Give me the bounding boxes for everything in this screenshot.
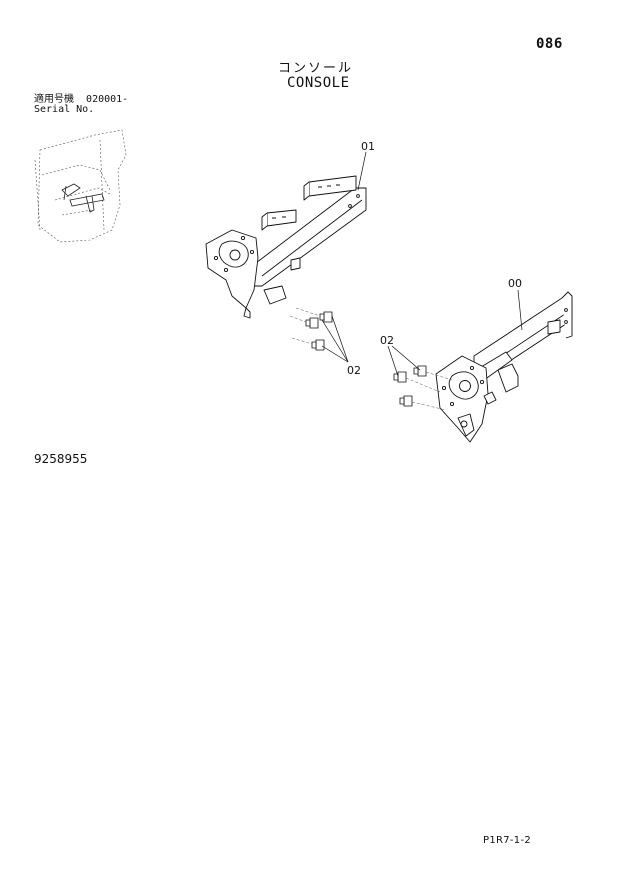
serial-range: 020001- — [86, 94, 129, 105]
serial-applicability: 適用号機 020001- Serial No. — [34, 95, 128, 115]
callout-leaders — [321, 151, 523, 377]
page-number: 086 — [536, 36, 563, 52]
console-frame-upper — [205, 175, 367, 319]
part-number: 9258955 — [34, 452, 88, 466]
title-japanese: コンソール — [278, 61, 354, 76]
callout-bolts-right: 02 — [380, 334, 394, 347]
bolt-guide-lines-lower — [405, 371, 453, 411]
title-english: CONSOLE — [287, 75, 350, 91]
serial-label-en: Serial No. — [34, 104, 95, 115]
bolts-lower — [393, 365, 427, 407]
thumbnail-highlight — [61, 183, 105, 213]
bolts-upper — [305, 311, 333, 351]
console-frame-lower — [435, 291, 573, 443]
serial-row-jp: 適用号機 020001- — [34, 95, 128, 105]
callout-frame-lower: 00 — [508, 277, 522, 290]
location-thumbnail — [34, 129, 127, 243]
bolt-guide-lines-upper — [289, 307, 321, 345]
page-code: P1R7-1-2 — [483, 835, 532, 846]
serial-label-jp: 適用号機 — [34, 94, 74, 105]
callout-frame-upper: 01 — [361, 140, 375, 153]
callout-bolts-left: 02 — [347, 364, 361, 377]
